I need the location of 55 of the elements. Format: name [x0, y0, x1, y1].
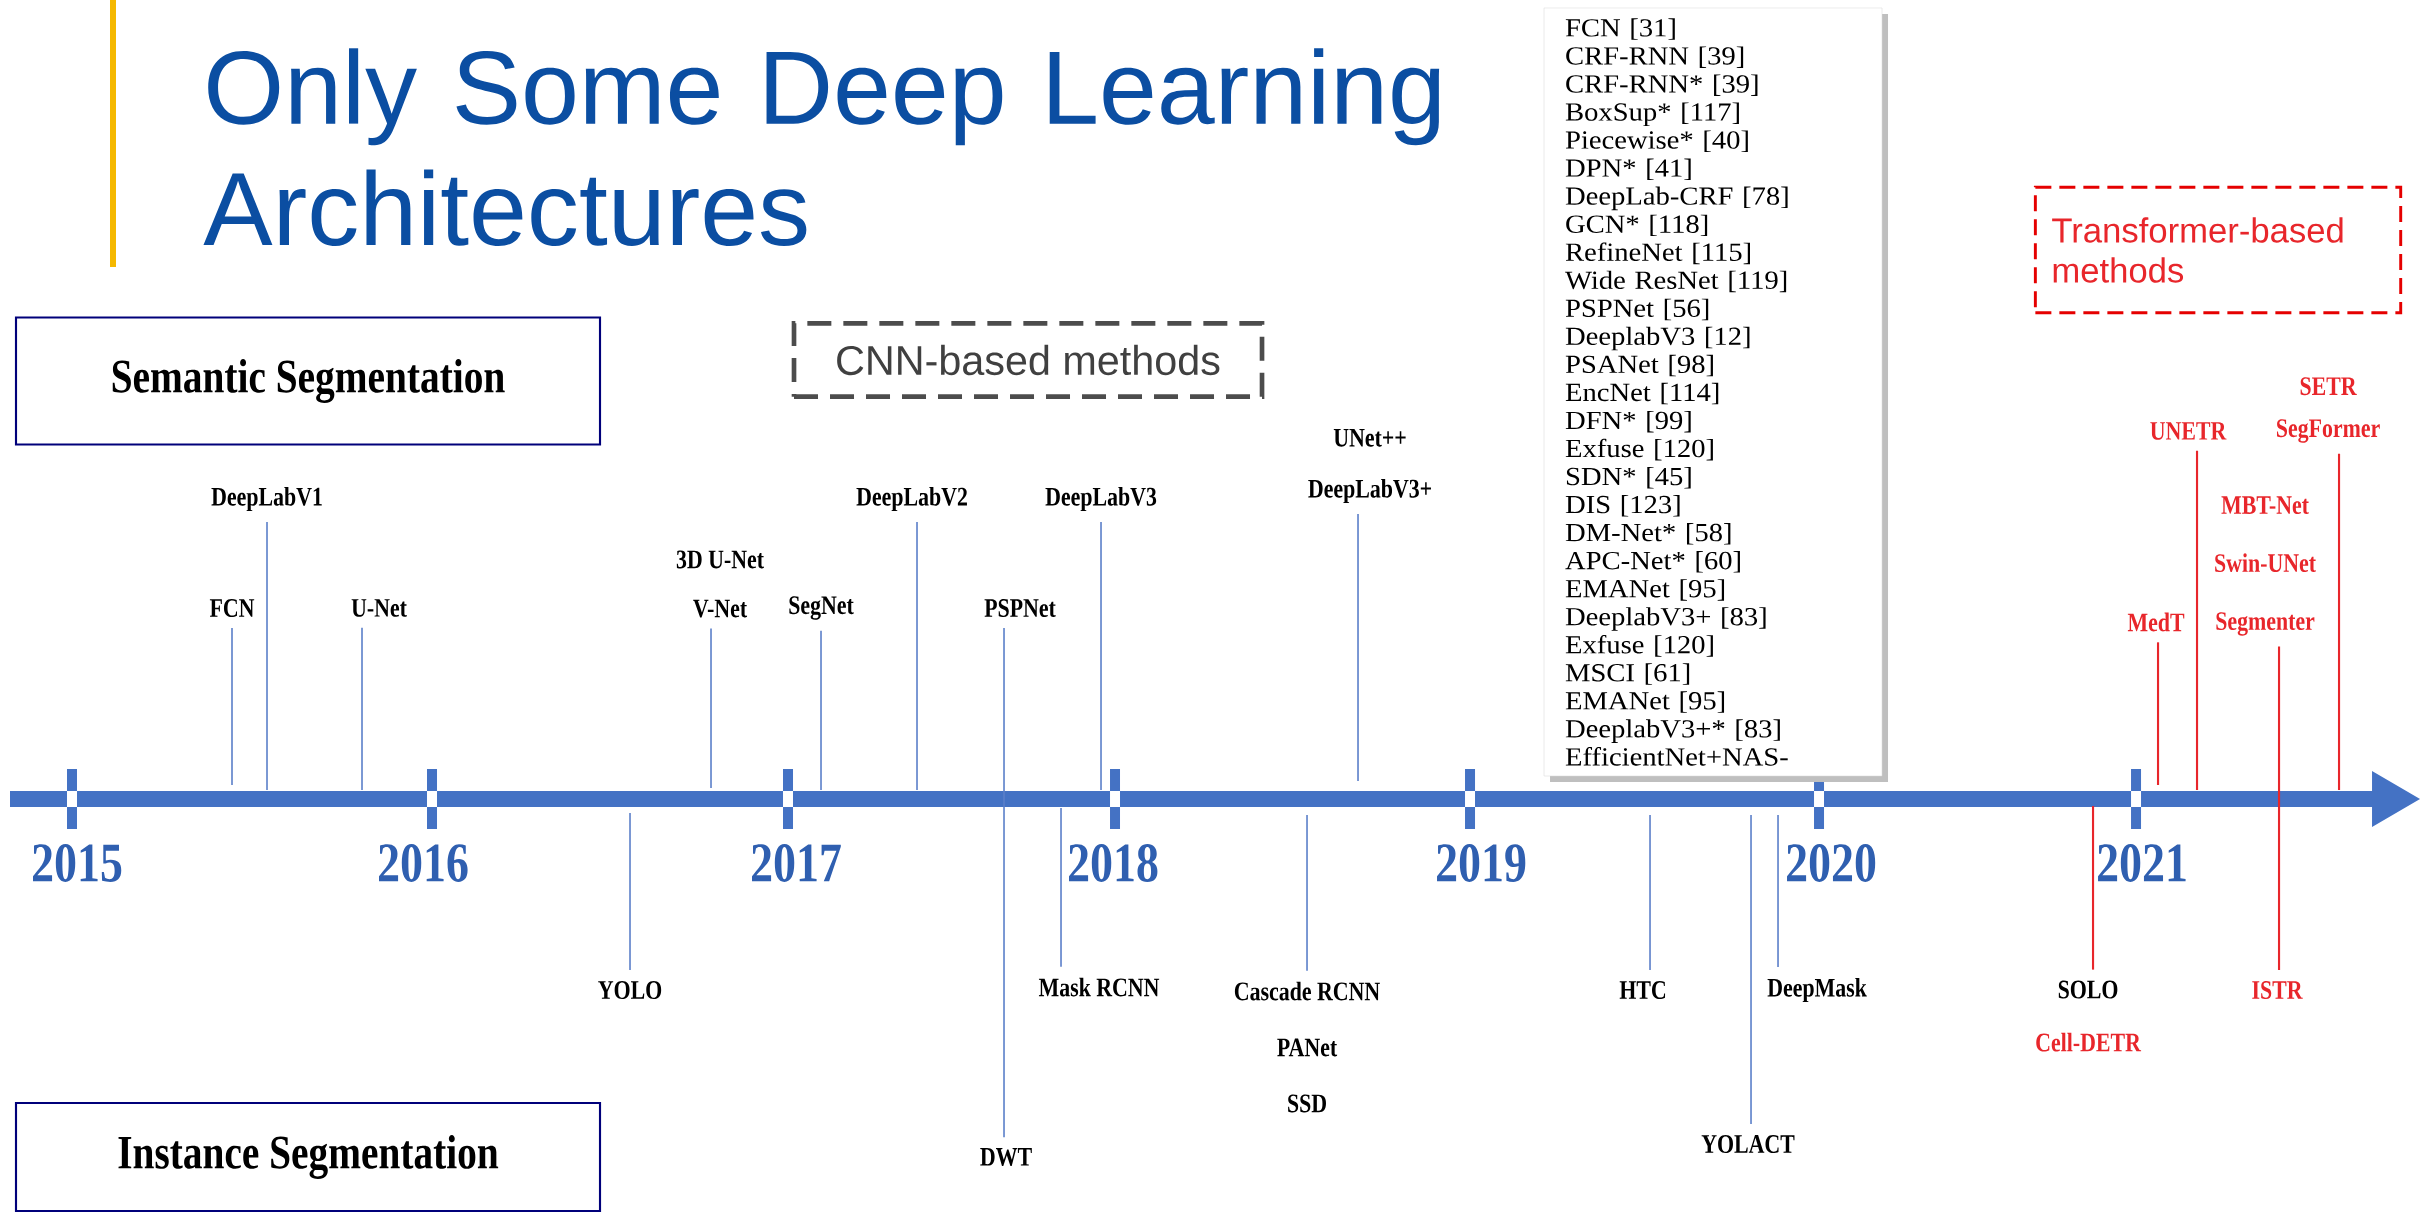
leader-line — [1357, 513, 1359, 782]
leader-line — [1306, 814, 1308, 972]
method-list-box: FCN [31] CRF-RNN [39] CRF-RNN* [39] BoxSup* [117] Piecewise* [40] DPN* [41] DeepLab-CRF [78] GCN* [118] RefineNet [115] Wide ResNet [119] PSPNet [56] DeeplabV3 [12] PSANet [98] EncNet [114] DFN* [99] Exfuse [120] SDN* [45] DIS [123] DM-Net* [58] APC-Net* [60] EMANet [95] DeeplabV3+ [83] Exfuse [120] MSCI [61] EMANet [95] DeeplabV3+* [83] EfficientNet+NAS- — [1543, 7, 1889, 782]
leader-line — [629, 812, 631, 971]
category-box: Instance Segmentation — [14, 1101, 602, 1213]
model-label: SOLO Cell-DETR — [2036, 980, 2142, 1052]
leader-line — [266, 521, 268, 791]
leader-line — [710, 627, 712, 789]
dashed-group-box: Transformer-based methods — [2033, 185, 2403, 315]
leader-line — [1649, 814, 1651, 971]
leader-line — [2195, 450, 2199, 790]
leader-line — [2091, 806, 2095, 970]
leader-line — [231, 627, 233, 786]
year-label: 2016 — [379, 844, 468, 882]
leader-line — [1060, 807, 1062, 968]
dashed-group-box: CNN-based methods — [791, 321, 1265, 399]
model-label: YOLACT — [1701, 1135, 1795, 1153]
leader-line — [1777, 814, 1779, 968]
model-label: MBT-Net Swin-UNet Segmenter — [2215, 496, 2316, 636]
model-label: UNet++ DeepLabV3+ — [1308, 428, 1431, 504]
leader-line — [2277, 646, 2281, 971]
model-label: SegNet — [789, 596, 854, 620]
leader-line — [916, 521, 918, 791]
year-label: 2020 — [1787, 844, 1876, 882]
year-label: 2017 — [752, 844, 841, 882]
model-label: U-Net — [351, 599, 407, 617]
model-label: SETR SegFormer — [2277, 377, 2380, 443]
model-label: FCN — [209, 599, 255, 617]
model-label: DeepLabV3 — [1045, 486, 1157, 512]
model-label: UNETR — [2150, 422, 2227, 440]
model-label: DWT — [980, 1148, 1032, 1166]
category-box: Semantic Segmentation — [14, 316, 602, 446]
model-label: HTC — [1619, 981, 1666, 999]
model-label: Cascade RCNN PANet SSD — [1234, 981, 1380, 1113]
model-label: 3D U-Net V-Net — [676, 550, 764, 618]
slide-title: Only Some Deep Learning Architectures — [203, 48, 1440, 246]
model-label: DeepLabV2 — [856, 486, 967, 512]
leader-line — [820, 629, 822, 791]
model-label: YOLO — [598, 981, 662, 999]
leader-line — [1750, 814, 1752, 1125]
model-label: DeepMask — [1767, 977, 1867, 1003]
model-label: MedT — [2127, 612, 2185, 632]
leader-line — [361, 627, 363, 791]
year-label: 2018 — [1069, 844, 1158, 882]
leader-line — [2337, 453, 2341, 790]
leader-line — [1003, 627, 1005, 1138]
leader-line — [2156, 642, 2160, 785]
year-label: 2015 — [33, 844, 122, 882]
year-label: 2019 — [1437, 844, 1526, 882]
year-label: 2021 — [2098, 844, 2186, 882]
model-label: PSPNet — [984, 599, 1056, 617]
leader-line — [1100, 521, 1102, 791]
model-label: DeepLabV1 — [211, 486, 322, 512]
model-label: ISTR — [2252, 981, 2303, 999]
model-label: Mask RCNN — [1038, 977, 1160, 997]
